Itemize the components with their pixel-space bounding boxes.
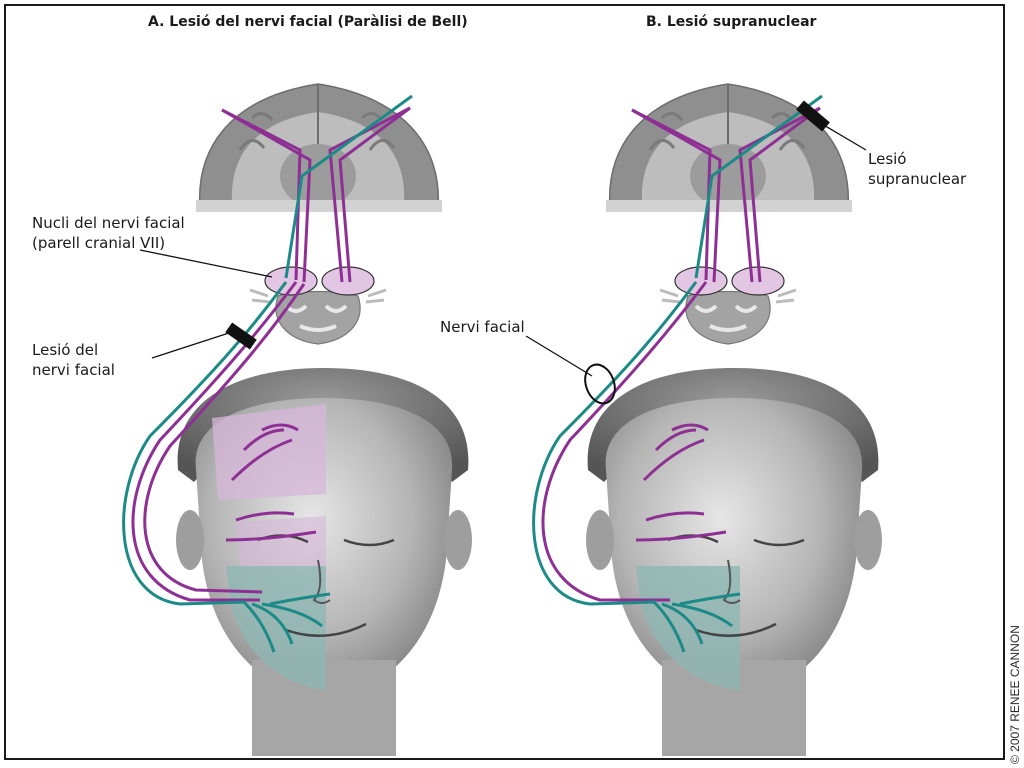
facial-nucleus-label: Nucli del nervi facial (parell cranial V… xyxy=(32,213,185,253)
lower-motor-pathway-a xyxy=(122,94,413,653)
facial-nerve-lesion-label: Lesió del nervi facial xyxy=(32,340,115,380)
figure-frame xyxy=(4,4,1005,760)
supranuclear-lesion-label-line2: supranuclear xyxy=(868,170,967,188)
upper-motor-pathway-a xyxy=(131,106,411,602)
head-a xyxy=(176,368,472,756)
copyright-notice: © 2007 RENEE CANNON xyxy=(1008,625,1022,764)
facial-nerve-ring-b xyxy=(584,363,616,405)
supranuclear-lesion-label: Lesió supranuclear xyxy=(868,149,966,189)
paralysis-cheek-upper-a xyxy=(236,516,326,566)
leader-lesion-b xyxy=(821,123,867,151)
leader-nucleus-a xyxy=(139,249,273,278)
facial-nerve-label: Nervi facial xyxy=(440,318,525,336)
facial-nucleus-label-line1: Nucli del nervi facial xyxy=(32,214,185,232)
upper-motor-pathway-b xyxy=(541,106,821,602)
facial-nerve-lesion-label-line1: Lesió del xyxy=(32,341,99,359)
brain-cut-plane-a xyxy=(196,200,442,212)
leader-lesion-a xyxy=(151,331,233,359)
paralysis-lower-face-a xyxy=(226,566,326,690)
lower-motor-pathway-b xyxy=(532,94,823,653)
panel-b xyxy=(525,83,882,756)
brainstem-b xyxy=(659,288,797,345)
brain-cut-plane-b xyxy=(606,200,852,212)
panel-b-title: B. Lesió supranuclear xyxy=(646,14,817,30)
brain-section-b xyxy=(606,83,852,212)
facial-nucleus-label-line2: (parell cranial VII) xyxy=(32,234,166,252)
head-b xyxy=(586,368,882,756)
panel-a xyxy=(122,83,472,756)
brain-section-a xyxy=(196,83,442,212)
panel-a-title: A. Lesió del nervi facial (Paràlisi de B… xyxy=(148,14,468,30)
leader-nerve-b xyxy=(525,335,593,377)
lesion-marker-b xyxy=(796,100,830,132)
supranuclear-lesion-label-line1: Lesió xyxy=(868,150,907,168)
lesion-marker-a xyxy=(225,322,257,350)
facial-nerve-lesion-label-line2: nervi facial xyxy=(32,361,115,379)
